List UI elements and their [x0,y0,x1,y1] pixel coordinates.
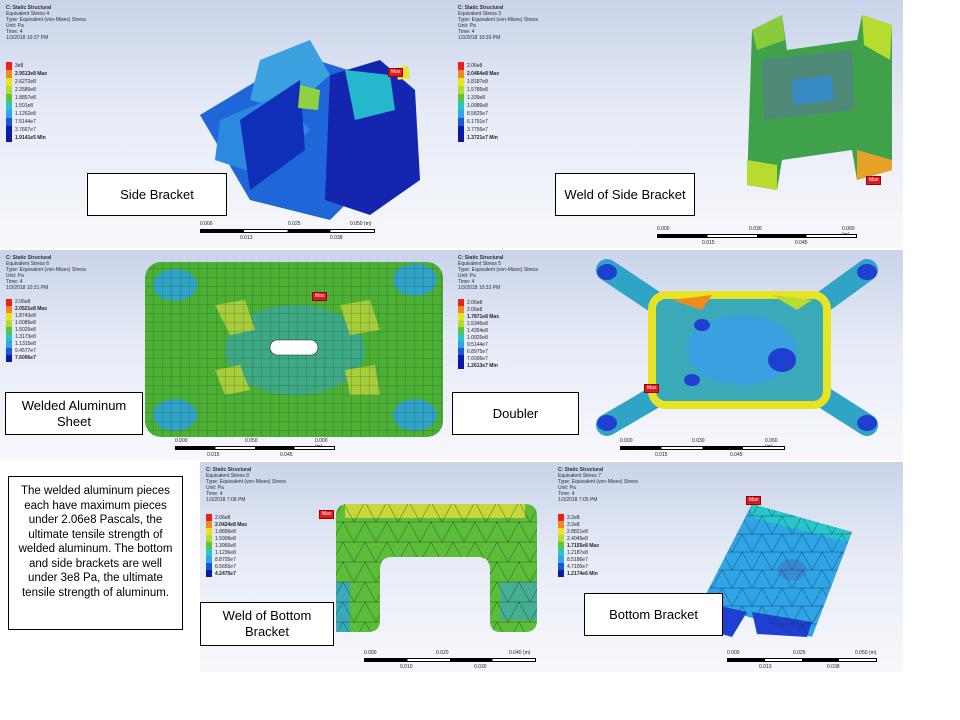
stress-legend: 2.06e8 2.0464e8 Max 1.8187e8 1.5785e8 1.… [458,62,499,142]
max-marker: Max [644,384,660,393]
bottom-bracket-model [697,504,852,637]
result-header: C: Static Structural Equivalent Stress 5… [458,255,539,291]
max-marker: Max [319,510,335,519]
result-header: C: Static Structural Equivalent Stress 7… [558,467,639,503]
max-marker: Max [388,68,404,77]
stress-legend: 2.06e8 2.0521e8 Max 1.8743e8 1.6086e8 1.… [6,299,47,362]
max-marker: Max [312,292,328,301]
weld-bottom-model [336,504,537,632]
summary-note: The welded aluminum pieces each have max… [8,476,183,630]
result-header: C: Static Structural Equivalent Stress 6… [6,255,87,291]
caption-weld-bottom-bracket: Weld of Bottom Bracket [200,602,334,646]
aluminum-sheet-model [145,262,443,437]
caption-side-bracket: Side Bracket [87,173,227,216]
weld-side-model [747,15,892,190]
caption-weld-side-bracket: Weld of Side Bracket [555,173,695,216]
result-header: C: Static Structural Equivalent Stress 3… [458,5,539,41]
side-bracket-model [200,40,420,220]
caption-aluminum-sheet: Welded Aluminum Sheet [5,392,143,435]
caption-doubler: Doubler [452,392,579,435]
panel-doubler: C: Static Structural Equivalent Stress 5… [452,250,903,460]
panel-weld-bottom-bracket: C: Static Structural Equivalent Stress 8… [200,462,552,672]
max-marker: Max [746,496,762,505]
result-header: C: Static Structural Equivalent Stress 8… [206,467,287,503]
caption-bottom-bracket: Bottom Bracket [584,593,723,636]
stress-legend: 2.06e8 2.06e8 1.7871e8 Max 1.5345e8 1.43… [458,299,499,369]
stress-legend: 3e8 2.9513e8 Max 2.6272e8 2.2585e8 1.885… [6,62,47,142]
panel-weld-side-bracket: C: Static Structural Equivalent Stress 3… [452,0,903,248]
stress-legend: 3.2e8 3.2e8 2.8821e8 2.4045e8 1.7155e8 M… [558,514,599,577]
panel-bottom-bracket: C: Static Structural Equivalent Stress 7… [552,462,903,672]
stress-legend: 2.06e8 2.0424e8 Max 1.8896e8 1.5906e8 1.… [206,514,247,577]
result-header: C: Static Structural Equivalent Stress 4… [6,5,87,41]
max-marker: Max [866,176,882,185]
doubler-model [596,259,878,436]
panel-side-bracket: C: Static Structural Equivalent Stress 4… [0,0,452,248]
panel-aluminum-sheet: C: Static Structural Equivalent Stress 6… [0,250,452,460]
